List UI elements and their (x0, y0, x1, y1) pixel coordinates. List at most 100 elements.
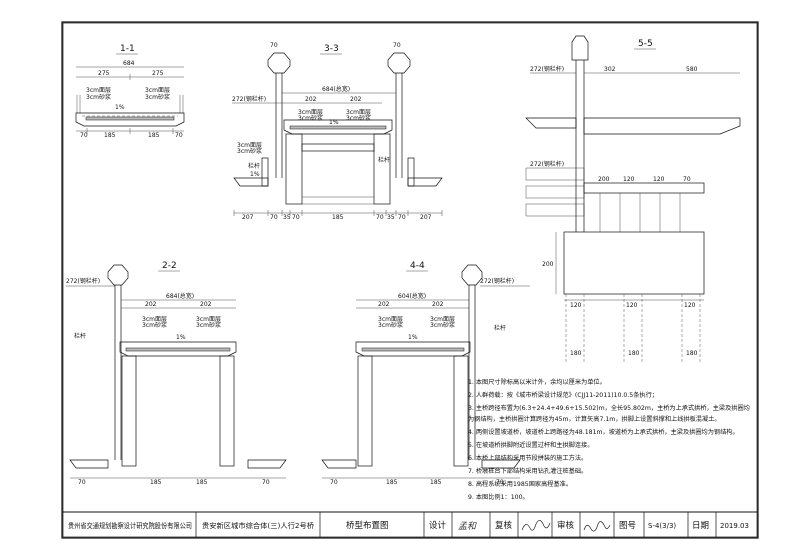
s33-side-layer-b: 3cm砂浆 (237, 147, 262, 155)
note-2: 2. 人群荷载：按《城市桥梁设计规范》(CJJ11-2011)10.0.5条执行… (468, 391, 658, 399)
s44-dim-b4: 70 (496, 479, 504, 486)
note-5: 5. 在坡道桥拱脚附近设置过杆和主拱脚连接。 (468, 441, 593, 449)
s33-slope: 1% (329, 119, 339, 126)
s22-dim-b3: 185 (196, 479, 208, 486)
s11-dim-b4: 70 (175, 132, 183, 139)
s55-dim-m1: 200 (598, 176, 610, 183)
s55-pile-1: 180 (570, 350, 582, 357)
note-4: 4. 两侧设置坡道桥，坡道桥上跨路径为48.181m，坡道桥为上承式拱桥，主梁及… (468, 428, 739, 436)
s11-layer-d: 3cm砂浆 (145, 93, 170, 101)
s33-layer-c: 3cm面层 (346, 109, 371, 116)
s55-pile-2: 180 (628, 350, 640, 357)
s11-dim-b1: 70 (80, 132, 88, 139)
s22-dim-b1: 70 (78, 479, 86, 486)
project-name: 贵安新区城市综合体(三)人行2号桥 (202, 521, 314, 530)
s44-dim-b3: 185 (430, 479, 442, 486)
s33-dim-b1: 207 (242, 214, 254, 221)
date-value: 2019.03 (720, 522, 749, 530)
notes-block: 1. 本图尺寸除标高以米计外，余均以厘米为单位。 2. 人群荷载：按《城市桥梁设… (468, 378, 750, 501)
s22-railing: 272(钢栏杆) (66, 277, 100, 285)
s55-height: 200 (542, 261, 554, 268)
s33-slope2: 1% (250, 171, 260, 178)
s33-layer-a: 3cm面层 (298, 109, 323, 116)
note-8: 8. 高程系统采用1985国家高程基准。 (468, 480, 572, 488)
s33-railing: 272(钢栏杆) (232, 95, 266, 103)
s55-dim-b2: 120 (626, 302, 638, 309)
sheet-border (61, 21, 759, 539)
note-6: 6. 本桥上部结构采用节段拼装的施工方法。 (468, 454, 587, 462)
section-2-2-title: 2-2 (162, 261, 177, 271)
s22-dim-b2: 185 (150, 479, 162, 486)
s44-slope: 1% (408, 334, 418, 341)
s33-dim-b2: 70 (270, 214, 278, 221)
section-4-4: 4-4 272(钢栏杆) 604(总宽) 202 202 3cm面层 3cm砂浆… (321, 261, 530, 486)
s11-dim-left: 275 (98, 70, 110, 77)
check-signature (521, 520, 551, 531)
s33-side-layer-a: 3cm面层 (237, 142, 262, 149)
s55-dim-left: 302 (604, 66, 616, 73)
s44-layer-a: 3cm面层 (378, 316, 403, 323)
s33-rail-label-right: 栏杆 (378, 156, 390, 164)
company-name: 贵州省交通规划勘察设计研究院股份有限公司 (68, 521, 192, 530)
s33-rail-label: 栏杆 (248, 162, 260, 170)
s11-layer-b: 3cm砂浆 (86, 93, 111, 101)
s22-dim-left: 202 (145, 301, 157, 308)
note-7: 7. 桥墩桩台下部结构采用钻孔灌注桩基础。 (468, 467, 587, 475)
s33-dim-b5: 185 (332, 214, 344, 221)
title-block: 贵州省交通规划勘察设计研究院股份有限公司 贵安新区城市综合体(三)人行2号桥 桥… (63, 511, 757, 537)
s44-layer-d: 3cm砂浆 (430, 321, 455, 329)
s55-dim-right: 580 (686, 66, 698, 73)
s55-railing: 272(钢栏杆) (530, 65, 564, 73)
s55-railing2: 272(钢栏杆) (530, 160, 564, 168)
s33-dim-b6: 70 (376, 214, 384, 221)
s33-dim-b8: 70 (398, 214, 406, 221)
section-4-4-title: 4-4 (410, 261, 425, 271)
s33-dim-left: 202 (305, 96, 317, 103)
s55-dim-b3: 120 (684, 302, 696, 309)
s44-layer-b: 3cm砂浆 (378, 321, 403, 329)
s11-layer-c: 3cm面层 (145, 87, 170, 94)
s22-layer-b: 3cm砂浆 (142, 321, 167, 329)
s44-dim-top: 604(总宽) (398, 292, 426, 300)
s22-layer-d: 3cm砂浆 (196, 321, 221, 329)
section-5-5-title: 5-5 (638, 39, 653, 49)
s22-dim-top: 684(总宽) (166, 292, 194, 300)
design-label: 设计 (429, 520, 447, 531)
s11-dim-top: 684 (123, 60, 135, 67)
s55-dim-m4: 70 (683, 176, 691, 183)
s44-dim-b1: 70 (330, 479, 338, 486)
s33-col-top-left: 70 (270, 42, 278, 49)
s22-layer-c: 3cm面层 (196, 316, 221, 323)
s11-dim-right: 275 (152, 70, 164, 77)
s22-slope: 1% (176, 334, 186, 341)
s55-pile-3: 180 (686, 350, 698, 357)
note-9: 9. 本图比例1：100。 (468, 493, 529, 501)
s33-dim-top: 684(总宽) (322, 85, 350, 93)
s33-dim-b3: 35 (283, 214, 291, 221)
section-3-3: 3-3 70 70 684(总宽) 272(钢栏杆) 202 202 3cm面层… (232, 42, 443, 221)
review-signature (583, 521, 611, 532)
s11-dim-b2: 185 (104, 132, 116, 139)
s22-rail-label: 栏杆 (74, 332, 86, 340)
s11-layer-a: 3cm面层 (86, 87, 111, 94)
drawing-name: 桥型布置图 (346, 520, 389, 531)
s44-dim-left: 202 (378, 301, 390, 308)
check-label: 复核 (495, 520, 513, 531)
s55-dim-b1: 120 (570, 302, 582, 309)
figno-label: 图号 (619, 521, 636, 531)
s44-dim-b2: 185 (386, 479, 398, 486)
s22-dim-right: 202 (200, 301, 212, 308)
note-3: 3. 主桥跨径布置为(6.3+24.4+49.6+15.502)m，全长95.8… (468, 404, 750, 412)
s22-dim-b4: 70 (262, 479, 270, 486)
section-2-2: 2-2 272(钢栏杆) 684(总宽) 202 202 3cm面层 3cm砂浆… (66, 261, 287, 486)
s55-dim-m2: 120 (623, 176, 635, 183)
date-label: 日期 (692, 521, 709, 531)
s11-dim-b3: 185 (148, 132, 160, 139)
s22-layer-a: 3cm面层 (142, 316, 167, 323)
figno-value: S-4(3/3) (648, 522, 676, 530)
section-1-1-title: 1-1 (120, 44, 135, 54)
s33-layer-d: 3cm砂浆 (346, 114, 371, 122)
note-3b: 为钢结构，主桥拱圈计算跨径为45m，计算矢高7.1m，拱脚上设置斜撑和上线拱板混… (468, 415, 721, 423)
s33-dim-b7: 35 (387, 214, 395, 221)
